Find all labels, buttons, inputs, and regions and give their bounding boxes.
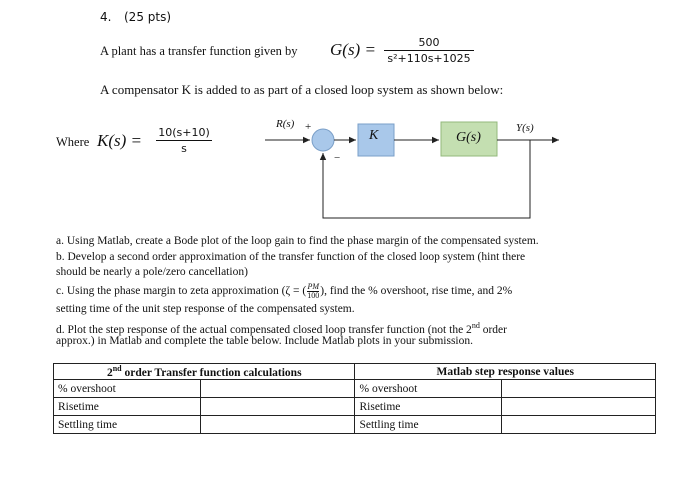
task-c-line1: c. Using the phase margin to zeta approx…: [56, 283, 512, 300]
g-block: [440, 121, 498, 157]
k-denominator: s: [181, 142, 187, 155]
k-fraction: 10(s+10) s: [156, 126, 212, 155]
value-cell-right[interactable]: [501, 379, 656, 398]
summing-junction: [311, 128, 335, 152]
left-header: 2nd order Transfer function calculations: [52, 363, 356, 380]
plant-description: A plant has a transfer function given by: [100, 44, 298, 58]
plant-lhs: G(s) =: [330, 40, 376, 59]
value-cell-left[interactable]: [199, 397, 356, 416]
task-d-pre: d. Plot the step response of the actual …: [56, 323, 472, 336]
compensator-description: A compensator K is added to as part of a…: [100, 82, 504, 97]
feedback-path: [319, 140, 531, 219]
row-label-right: % overshoot: [354, 379, 503, 398]
plant-denominator: s²+110s+1025: [387, 52, 471, 65]
task-d-line1: d. Plot the step response of the actual …: [56, 318, 507, 338]
task-d-line2: approx.) in Matlab and complete the tabl…: [56, 334, 473, 347]
task-c-line2: setting time of the unit step response o…: [56, 303, 355, 315]
plant-numerator: 500: [418, 36, 440, 49]
task-d-sup: nd: [471, 321, 480, 330]
value-cell-right[interactable]: [501, 397, 656, 416]
table-row: % overshoot % overshoot: [53, 379, 656, 398]
zeta-denominator: 100: [307, 291, 320, 300]
plus-sign: +: [305, 121, 312, 133]
task-a: a. Using Matlab, create a Bode plot of t…: [56, 235, 539, 247]
row-label-left: % overshoot: [53, 379, 201, 398]
task-c-post: ), find the % overshoot, rise time, and …: [320, 285, 513, 298]
value-cell-left[interactable]: [199, 379, 356, 398]
task-b-line2: should be nearly a pole/zero cancellatio…: [56, 266, 248, 278]
table-header-row: 2nd order Transfer function calculations…: [52, 363, 656, 380]
k-numerator: 10(s+10): [158, 126, 210, 139]
plant-fraction: 500 s²+110s+1025: [384, 36, 474, 65]
row-label-left: Settling time: [53, 415, 201, 434]
input-label: R(s): [276, 118, 295, 130]
right-header: Matlab step response values: [354, 363, 656, 380]
row-label-left: Risetime: [53, 397, 201, 416]
results-table: 2nd order Transfer function calculations…: [52, 363, 656, 434]
task-d-post: order: [479, 323, 507, 336]
zeta-numerator: PM: [307, 282, 320, 291]
table-row: Risetime Risetime: [53, 397, 656, 416]
problem-points: (25 pts): [124, 10, 172, 24]
task-b-line1: b. Develop a second order approximation …: [56, 250, 526, 263]
k-block-label: K: [369, 128, 379, 143]
task-c-pre: c. Using the phase margin to zeta approx…: [56, 285, 307, 298]
output-label: Y(s): [516, 122, 534, 134]
value-cell-right[interactable]: [501, 415, 656, 434]
value-cell-left[interactable]: [199, 415, 356, 434]
minus-sign: −: [334, 152, 341, 164]
row-label-right: Settling time: [354, 415, 503, 434]
row-label-right: Risetime: [354, 397, 503, 416]
where-label: Where: [56, 135, 90, 149]
table-row: Settling time Settling time: [53, 415, 656, 434]
k-lhs: K(s) =: [97, 131, 142, 150]
g-block-label: G(s): [456, 130, 481, 145]
problem-number: 4.: [100, 10, 112, 24]
